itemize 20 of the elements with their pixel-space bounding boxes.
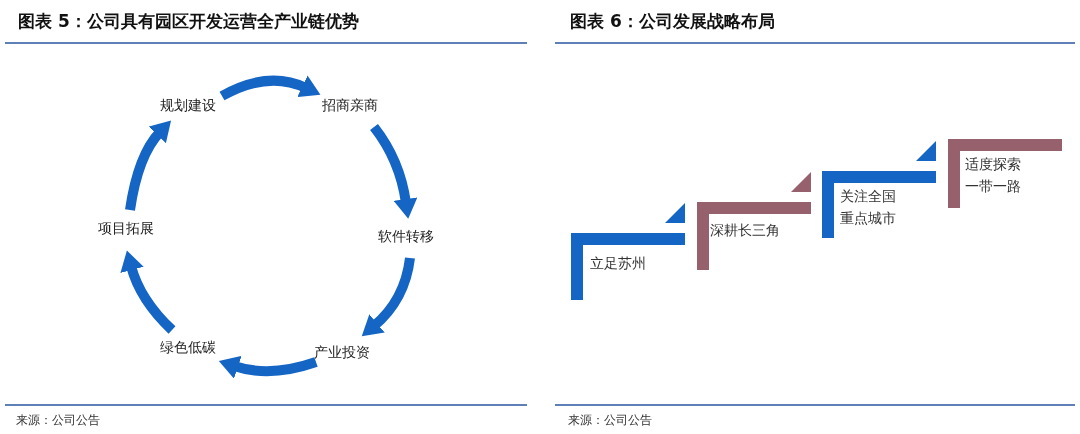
stage-label: 招商亲商 (322, 96, 378, 114)
stage-label: 绿色低碳 (160, 338, 216, 356)
cycle-arrow (120, 250, 176, 334)
figure-title: 图表 5：公司具有园区开发运营全产业链优势 (18, 10, 359, 33)
source-note: 来源：公司公告 (16, 412, 100, 429)
stage-label: 软件转移 (378, 227, 434, 245)
stage-label: 产业投资 (314, 343, 370, 361)
cycle-arrow (125, 120, 171, 211)
figure-title: 图表 6：公司发展战略布局 (570, 10, 775, 33)
step-label: 立足苏州 (590, 254, 647, 273)
cycle-arrow (219, 75, 321, 101)
stage-label: 项目拓展 (98, 219, 154, 237)
cycle-arrow (362, 257, 415, 337)
step-label: 关注全国重点城市 (840, 187, 897, 228)
source-note: 来源：公司公告 (568, 412, 652, 429)
step-label: 适度探索一带一路 (965, 155, 1022, 196)
cycle-arrow (370, 124, 418, 219)
stage-label: 规划建设 (160, 96, 216, 114)
step-label: 深耕长三角 (710, 221, 781, 240)
cycle-arrow (218, 355, 318, 379)
